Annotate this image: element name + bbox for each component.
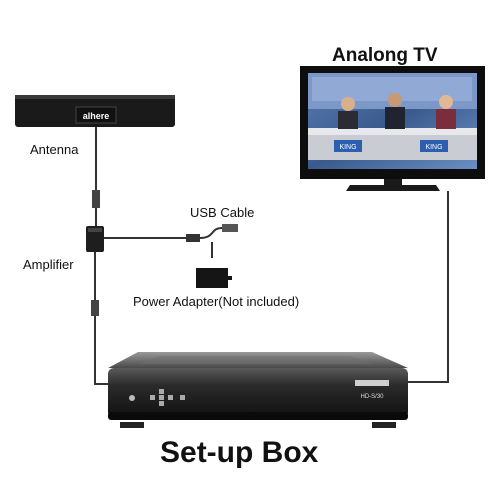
- set-top-box-model: HD-S/30: [360, 394, 384, 400]
- antenna-brand: alhere: [83, 111, 110, 121]
- usb-cable-label: USB Cable: [190, 205, 255, 220]
- set-top-box-label: Set-up Box: [160, 436, 319, 469]
- set-top-box: HD-S/30: [108, 352, 408, 428]
- antenna-label: Antenna: [30, 142, 79, 157]
- power-adapter: [196, 268, 232, 288]
- usb-cable: [104, 224, 238, 258]
- tv: KING KING: [300, 66, 485, 191]
- amplifier: [86, 226, 104, 252]
- power-adapter-label: Power Adapter(Not included): [133, 294, 300, 309]
- tv-label: Analong TV: [332, 45, 438, 66]
- tv-desk-logo-left: KING: [339, 144, 356, 151]
- antenna: alhere: [15, 95, 175, 127]
- tv-cable: [404, 191, 449, 383]
- antenna-cable: [92, 127, 100, 226]
- amplifier-cable: [91, 252, 118, 385]
- amplifier-label: Amplifier: [23, 257, 74, 272]
- tv-desk-logo-right: KING: [425, 144, 442, 151]
